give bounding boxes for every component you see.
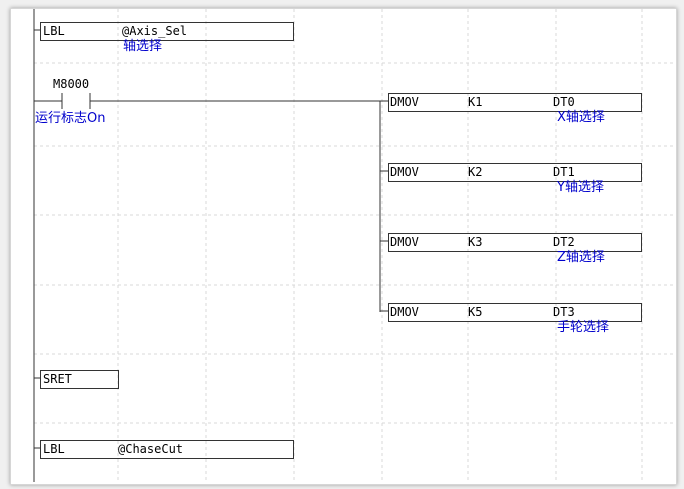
lbl-operand: @Axis_Sel [122, 24, 188, 38]
lbl-instruction: LBL [43, 442, 65, 456]
dmov-source: K2 [468, 165, 483, 179]
dmov-comment: 手轮选择 [557, 320, 610, 335]
dmov-comment: Y轴选择 [557, 180, 604, 195]
dmov-dest: DT2 [553, 235, 575, 249]
lbl-comment: 轴选择 [123, 39, 163, 54]
dmov-instruction: DMOV [390, 305, 419, 319]
dmov-block-3[interactable] [388, 233, 642, 252]
dmov-source: K5 [468, 305, 483, 319]
lbl-chasecut-block[interactable] [40, 440, 294, 459]
ladder-editor[interactable] [10, 8, 677, 485]
dmov-block-4[interactable] [388, 303, 642, 322]
dmov-instruction: DMOV [390, 235, 419, 249]
lbl-operand: @ChaseCut [118, 442, 184, 456]
dmov-block-2[interactable] [388, 163, 642, 182]
contact-device[interactable]: M8000 [53, 77, 90, 91]
dmov-source: K3 [468, 235, 483, 249]
dmov-instruction: DMOV [390, 165, 419, 179]
dmov-dest: DT0 [553, 95, 575, 109]
contact-comment: 运行标志On [35, 111, 106, 126]
dmov-source: K1 [468, 95, 483, 109]
dmov-block-1[interactable] [388, 93, 642, 112]
dmov-comment: Z轴选择 [557, 250, 605, 265]
lbl-axis-sel-block[interactable] [40, 22, 294, 41]
dmov-dest: DT1 [553, 165, 575, 179]
lbl-instruction: LBL [43, 24, 65, 38]
sret-block[interactable] [40, 370, 119, 389]
dmov-comment: X轴选择 [557, 110, 605, 125]
dmov-dest: DT3 [553, 305, 575, 319]
dmov-instruction: DMOV [390, 95, 419, 109]
sret-instruction: SRET [43, 372, 72, 386]
